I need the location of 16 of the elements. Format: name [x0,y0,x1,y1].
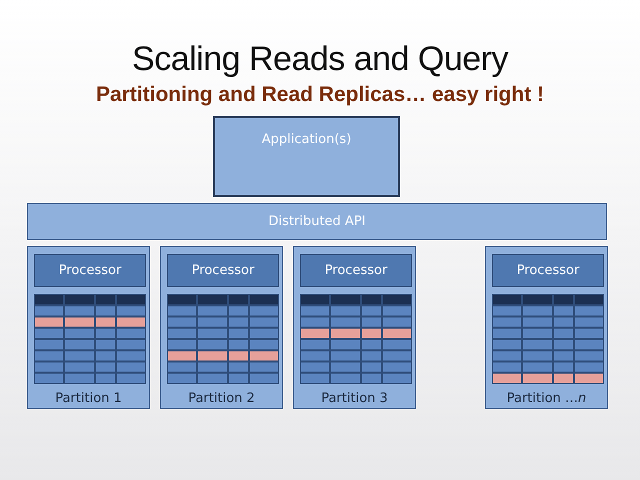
api-bar: Distributed API [27,203,607,240]
partition-box [27,246,150,409]
slide-subtitle: Partitioning and Read Replicas… easy right ! [94,82,546,108]
partition-label: Partition …n [506,390,588,408]
slide-title: Scaling Reads and Query [131,39,510,80]
processor-box: Processor [300,254,412,287]
partition-label: Partition 3 [320,390,389,408]
partition-box [293,246,416,409]
partition-box [485,246,608,409]
processor-box: Processor [492,254,604,287]
application-box: Application(s) [213,116,400,197]
partition-label: Partition 1 [54,390,123,408]
processor-box: Processor [167,254,279,287]
partition-box [160,246,283,409]
processor-box: Processor [34,254,146,287]
partition-label: Partition 2 [187,390,256,408]
